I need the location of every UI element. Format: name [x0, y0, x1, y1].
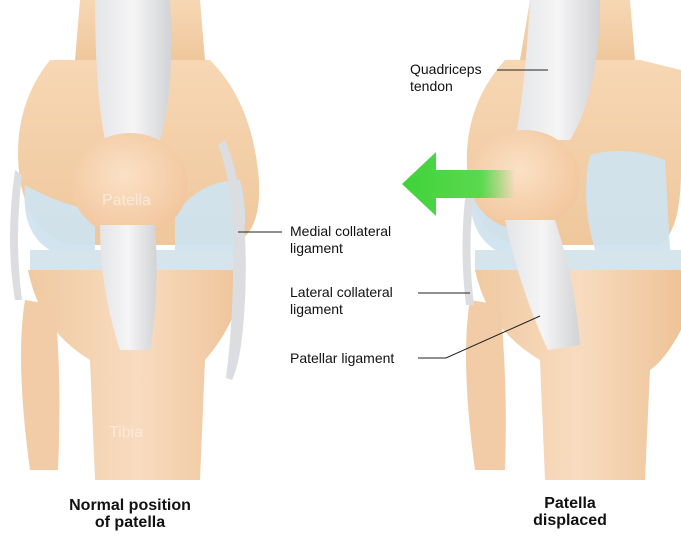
quadriceps-tendon	[95, 0, 171, 140]
lateral-collateral-label-line2: ligament	[290, 301, 393, 318]
joint-space	[475, 250, 681, 272]
patella	[72, 133, 188, 237]
medial-collateral-label-line2: ligament	[290, 240, 391, 257]
medial-collateral-label-line1: Medial collateral	[290, 223, 391, 240]
patella-label: Patella	[102, 192, 151, 210]
normal-caption: Normal position of patella	[40, 497, 220, 531]
tibia	[475, 270, 681, 480]
lateral-collateral-ligament	[10, 170, 22, 300]
quadriceps-tendon-label-line1: Quadriceps	[410, 61, 482, 78]
fibula	[466, 300, 506, 470]
quadriceps-tendon-label-line2: tendon	[410, 78, 482, 95]
patellar-ligament-label: Patellar ligament	[290, 350, 394, 367]
normal-caption-line1: Normal position	[40, 497, 220, 514]
meniscus	[586, 151, 670, 250]
medial-collateral-ligament-label: Medial collateral ligament	[290, 223, 391, 257]
tibia-label: Tibia	[109, 424, 143, 442]
quadriceps-tendon-label: Quadriceps tendon	[410, 61, 482, 95]
normal-knee	[10, 0, 259, 480]
displaced-caption-line1: Patella	[510, 495, 630, 512]
normal-caption-line2: of patella	[40, 514, 220, 531]
displaced-caption-line2: displaced	[510, 512, 630, 529]
lateral-collateral-ligament-label: Lateral collateral ligament	[290, 284, 393, 318]
lateral-collateral-label-line1: Lateral collateral	[290, 284, 393, 301]
displaced-caption: Patella displaced	[510, 495, 630, 529]
fibula	[21, 300, 59, 470]
displaced-knee	[462, 0, 681, 480]
